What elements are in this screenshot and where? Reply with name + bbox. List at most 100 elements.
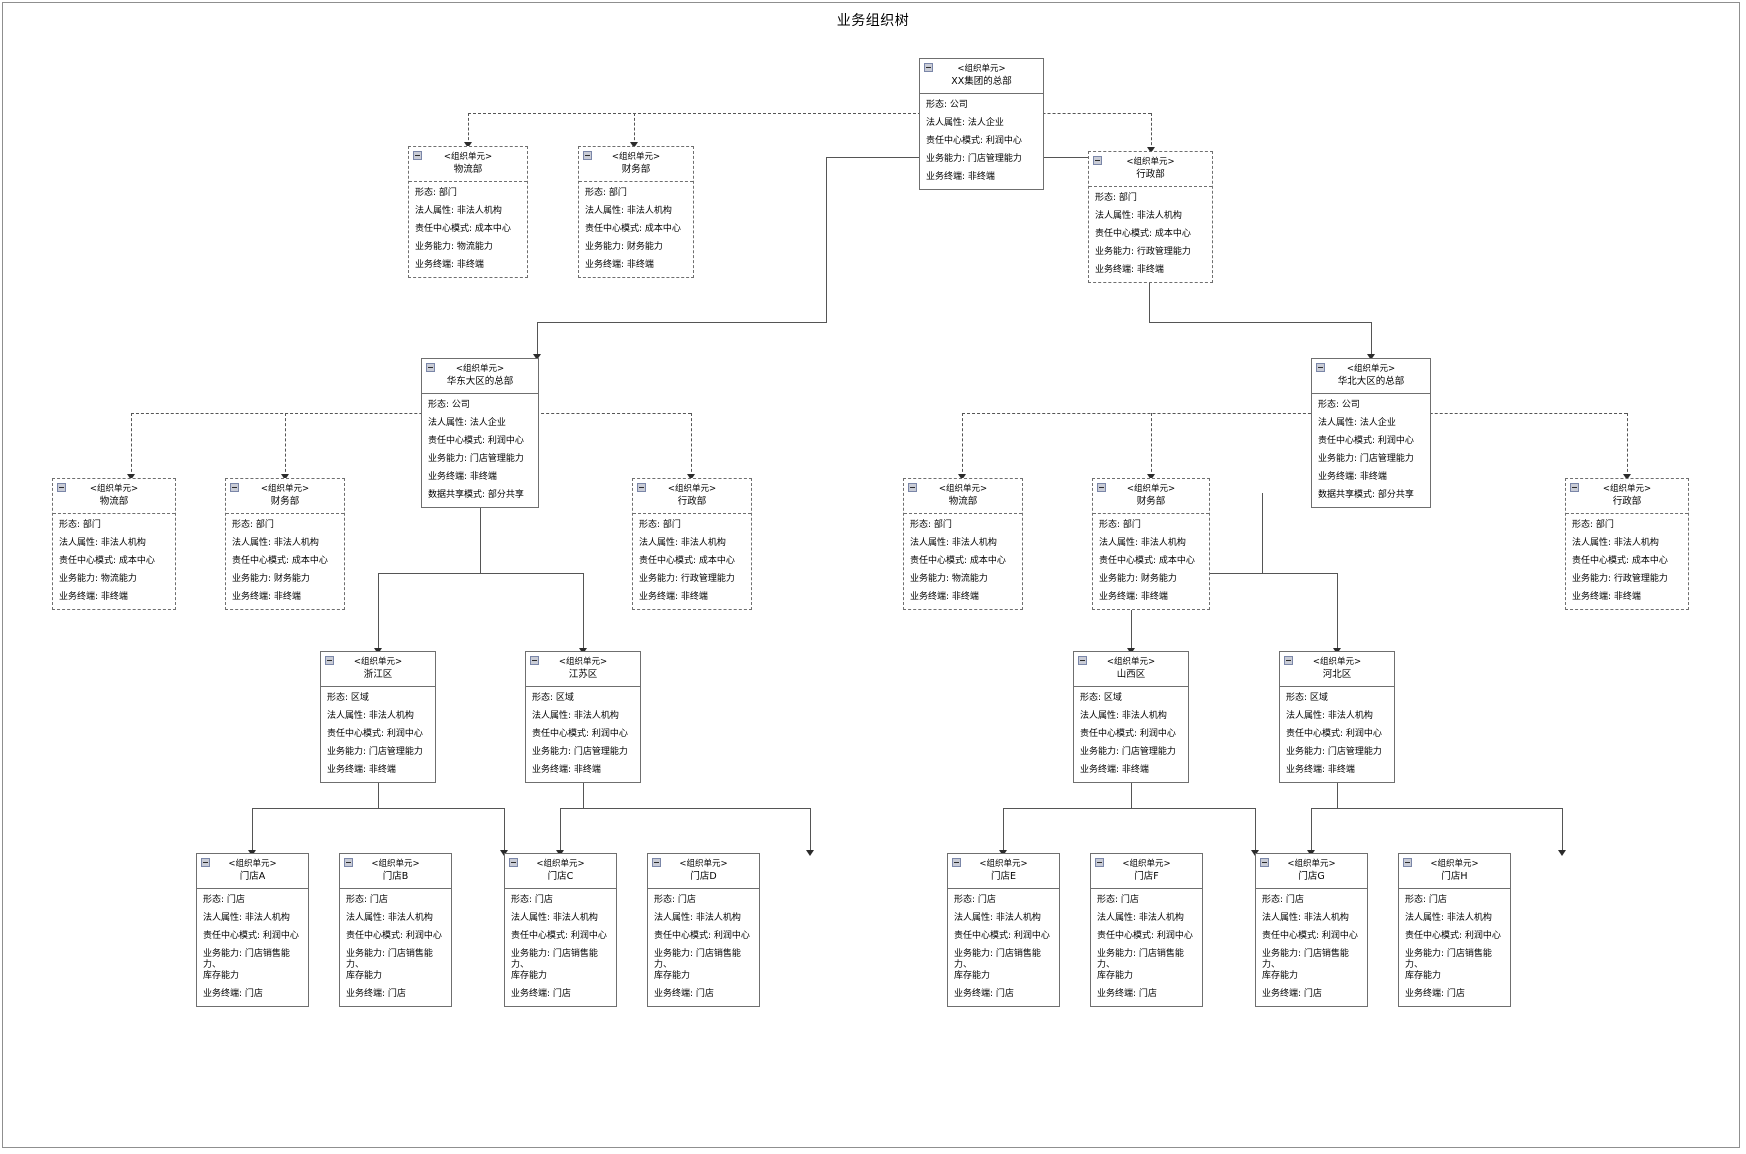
node-east-finance[interactable]: <组织单元> 财务部 形态: 部门 法人属性: 非法人机构 责任中心模式: 成本…	[225, 478, 345, 610]
node-hq-finance[interactable]: <组织单元> 财务部 形态: 部门 法人属性: 非法人机构 责任中心模式: 成本…	[578, 146, 694, 278]
attr-cost-center: 责任中心模式: 利润中心	[1405, 931, 1501, 941]
edge-north-to-regions-stem	[1262, 493, 1263, 573]
node-east-logistics[interactable]: <组织单元> 物流部 形态: 部门 法人属性: 非法人机构 责任中心模式: 成本…	[52, 478, 176, 610]
attr-cost-center: 责任中心模式: 利润中心	[203, 931, 299, 941]
collapse-minus-icon[interactable]	[1284, 656, 1293, 665]
attr-terminal: 业务终端: 门店	[1405, 989, 1465, 999]
node-north-finance[interactable]: <组织单元> 财务部 形态: 部门 法人属性: 非法人机构 责任中心模式: 成本…	[1092, 478, 1210, 610]
node-body: 形态: 门店 法人属性: 非法人机构 责任中心模式: 利润中心 业务能力: 门店…	[197, 889, 308, 1006]
edge-zhejiang-store-bus	[252, 808, 504, 809]
collapse-minus-icon[interactable]	[1097, 483, 1106, 492]
node-header: <组织单元> 行政部	[633, 479, 751, 514]
edge-zhejiang-stem	[378, 773, 379, 808]
collapse-minus-icon[interactable]	[57, 483, 66, 492]
edge-east-vert-b	[537, 322, 538, 358]
attr-data-share: 数据共享模式: 部分共享	[1318, 490, 1414, 500]
collapse-minus-icon[interactable]	[1093, 156, 1102, 165]
node-north-logistics[interactable]: <组织单元> 物流部 形态: 部门 法人属性: 非法人机构 责任中心模式: 成本…	[903, 478, 1023, 610]
node-store-e[interactable]: <组织单元> 门店E 形态: 门店 法人属性: 非法人机构 责任中心模式: 利润…	[947, 853, 1060, 1007]
attr-terminal: 业务终端: 非终端	[910, 592, 979, 602]
attr-data-share: 数据共享模式: 部分共享	[428, 490, 524, 500]
node-store-d[interactable]: <组织单元> 门店D 形态: 门店 法人属性: 非法人机构 责任中心模式: 利润…	[647, 853, 760, 1007]
attr-terminal: 业务终端: 非终端	[1318, 472, 1387, 482]
collapse-minus-icon[interactable]	[344, 858, 353, 867]
node-hq-admin[interactable]: <组织单元> 行政部 形态: 部门 法人属性: 非法人机构 责任中心模式: 成本…	[1088, 151, 1213, 283]
attr-legal: 法人属性: 非法人机构	[1572, 538, 1659, 548]
attr-legal: 法人属性: 非法人机构	[532, 711, 619, 721]
node-east-hq[interactable]: <组织单元> 华东大区的总部 形态: 公司 法人属性: 法人企业 责任中心模式:…	[421, 358, 539, 508]
attr-cost-center: 责任中心模式: 利润中心	[1097, 931, 1193, 941]
attr-capability: 业务能力: 门店销售能力、 库存能力	[346, 949, 433, 981]
edge-jiangsu	[583, 573, 584, 651]
arrow-hq-admin	[1147, 147, 1155, 153]
collapse-minus-icon[interactable]	[413, 151, 422, 160]
collapse-minus-icon[interactable]	[952, 858, 961, 867]
attr-shape: 形态: 部门	[415, 188, 457, 198]
node-shanxi[interactable]: <组织单元> 山西区 形态: 区域 法人属性: 非法人机构 责任中心模式: 利润…	[1073, 651, 1189, 783]
node-body: 形态: 区域 法人属性: 非法人机构 责任中心模式: 利润中心 业务能力: 门店…	[1280, 687, 1394, 782]
collapse-minus-icon[interactable]	[1316, 363, 1325, 372]
attr-shape: 形态: 门店	[1405, 895, 1447, 905]
attr-shape: 形态: 部门	[910, 520, 952, 530]
collapse-minus-icon[interactable]	[201, 858, 210, 867]
collapse-minus-icon[interactable]	[1095, 858, 1104, 867]
node-zhejiang[interactable]: <组织单元> 浙江区 形态: 区域 法人属性: 非法人机构 责任中心模式: 利润…	[320, 651, 436, 783]
node-store-c[interactable]: <组织单元> 门店C 形态: 门店 法人属性: 非法人机构 责任中心模式: 利润…	[504, 853, 617, 1007]
attr-capability: 业务能力: 物流能力	[415, 242, 493, 252]
collapse-minus-icon[interactable]	[1570, 483, 1579, 492]
collapse-minus-icon[interactable]	[530, 656, 539, 665]
node-jiangsu[interactable]: <组织单元> 江苏区 形态: 区域 法人属性: 非法人机构 责任中心模式: 利润…	[525, 651, 641, 783]
node-store-a[interactable]: <组织单元> 门店A 形态: 门店 法人属性: 非法人机构 责任中心模式: 利润…	[196, 853, 309, 1007]
node-header: <组织单元> 财务部	[1093, 479, 1209, 514]
edge-hebei-store-bus	[1311, 808, 1562, 809]
node-north-admin[interactable]: <组织单元> 行政部 形态: 部门 法人属性: 非法人机构 责任中心模式: 成本…	[1565, 478, 1689, 610]
collapse-minus-icon[interactable]	[509, 858, 518, 867]
edge-store-b	[504, 808, 505, 853]
attr-cost-center: 责任中心模式: 成本中心	[910, 556, 1006, 566]
attr-cost-center: 责任中心模式: 利润中心	[654, 931, 750, 941]
attr-legal: 法人属性: 非法人机构	[1080, 711, 1167, 721]
attr-capability: 业务能力: 门店销售能力、 库存能力	[954, 949, 1041, 981]
attr-legal: 法人属性: 非法人机构	[415, 206, 502, 216]
node-north-hq[interactable]: <组织单元> 华北大区的总部 形态: 公司 法人属性: 法人企业 责任中心模式:…	[1311, 358, 1431, 508]
collapse-minus-icon[interactable]	[583, 151, 592, 160]
node-store-h[interactable]: <组织单元> 门店H 形态: 门店 法人属性: 非法人机构 责任中心模式: 利润…	[1398, 853, 1511, 1007]
edge-store-d	[810, 808, 811, 853]
node-store-g[interactable]: <组织单元> 门店G 形态: 门店 法人属性: 非法人机构 责任中心模式: 利润…	[1255, 853, 1368, 1007]
attr-capability: 业务能力: 财务能力	[232, 574, 310, 584]
collapse-minus-icon[interactable]	[652, 858, 661, 867]
arrow-north-logistics	[958, 474, 966, 480]
node-east-admin[interactable]: <组织单元> 行政部 形态: 部门 法人属性: 非法人机构 责任中心模式: 成本…	[632, 478, 752, 610]
attr-shape: 形态: 门店	[511, 895, 553, 905]
collapse-minus-icon[interactable]	[1403, 858, 1412, 867]
edge-store-e	[1003, 808, 1004, 853]
collapse-minus-icon[interactable]	[908, 483, 917, 492]
collapse-minus-icon[interactable]	[325, 656, 334, 665]
attr-shape: 形态: 部门	[639, 520, 681, 530]
attr-terminal: 业务终端: 非终端	[926, 172, 995, 182]
attr-legal: 法人属性: 非法人机构	[203, 913, 290, 923]
collapse-minus-icon[interactable]	[1260, 858, 1269, 867]
node-body: 形态: 部门 法人属性: 非法人机构 责任中心模式: 成本中心 业务能力: 物流…	[409, 182, 527, 277]
collapse-minus-icon[interactable]	[230, 483, 239, 492]
attr-capability: 业务能力: 行政管理能力	[1095, 247, 1191, 257]
node-store-b[interactable]: <组织单元> 门店B 形态: 门店 法人属性: 非法人机构 责任中心模式: 利润…	[339, 853, 452, 1007]
attr-legal: 法人属性: 非法人机构	[1405, 913, 1492, 923]
attr-shape: 形态: 门店	[1097, 895, 1139, 905]
node-header: <组织单元> 门店E	[948, 854, 1059, 889]
node-hebei[interactable]: <组织单元> 河北区 形态: 区域 法人属性: 非法人机构 责任中心模式: 利润…	[1279, 651, 1395, 783]
attr-shape: 形态: 部门	[585, 188, 627, 198]
node-root[interactable]: <组织单元> XX集团的总部 形态: 公司 法人属性: 法人企业 责任中心模式:…	[919, 58, 1044, 190]
node-header: <组织单元> 财务部	[579, 147, 693, 182]
node-body: 形态: 门店 法人属性: 非法人机构 责任中心模式: 利润中心 业务能力: 门店…	[1399, 889, 1510, 1006]
node-hq-logistics[interactable]: <组织单元> 物流部 形态: 部门 法人属性: 非法人机构 责任中心模式: 成本…	[408, 146, 528, 278]
collapse-minus-icon[interactable]	[637, 483, 646, 492]
attr-terminal: 业务终端: 非终端	[532, 765, 601, 775]
attr-shape: 形态: 门店	[1262, 895, 1304, 905]
collapse-minus-icon[interactable]	[1078, 656, 1087, 665]
edge-east-finance	[285, 413, 286, 477]
node-store-f[interactable]: <组织单元> 门店F 形态: 门店 法人属性: 非法人机构 责任中心模式: 利润…	[1090, 853, 1203, 1007]
collapse-minus-icon[interactable]	[924, 63, 933, 72]
node-body: 形态: 门店 法人属性: 非法人机构 责任中心模式: 利润中心 业务能力: 门店…	[505, 889, 616, 1006]
collapse-minus-icon[interactable]	[426, 363, 435, 372]
